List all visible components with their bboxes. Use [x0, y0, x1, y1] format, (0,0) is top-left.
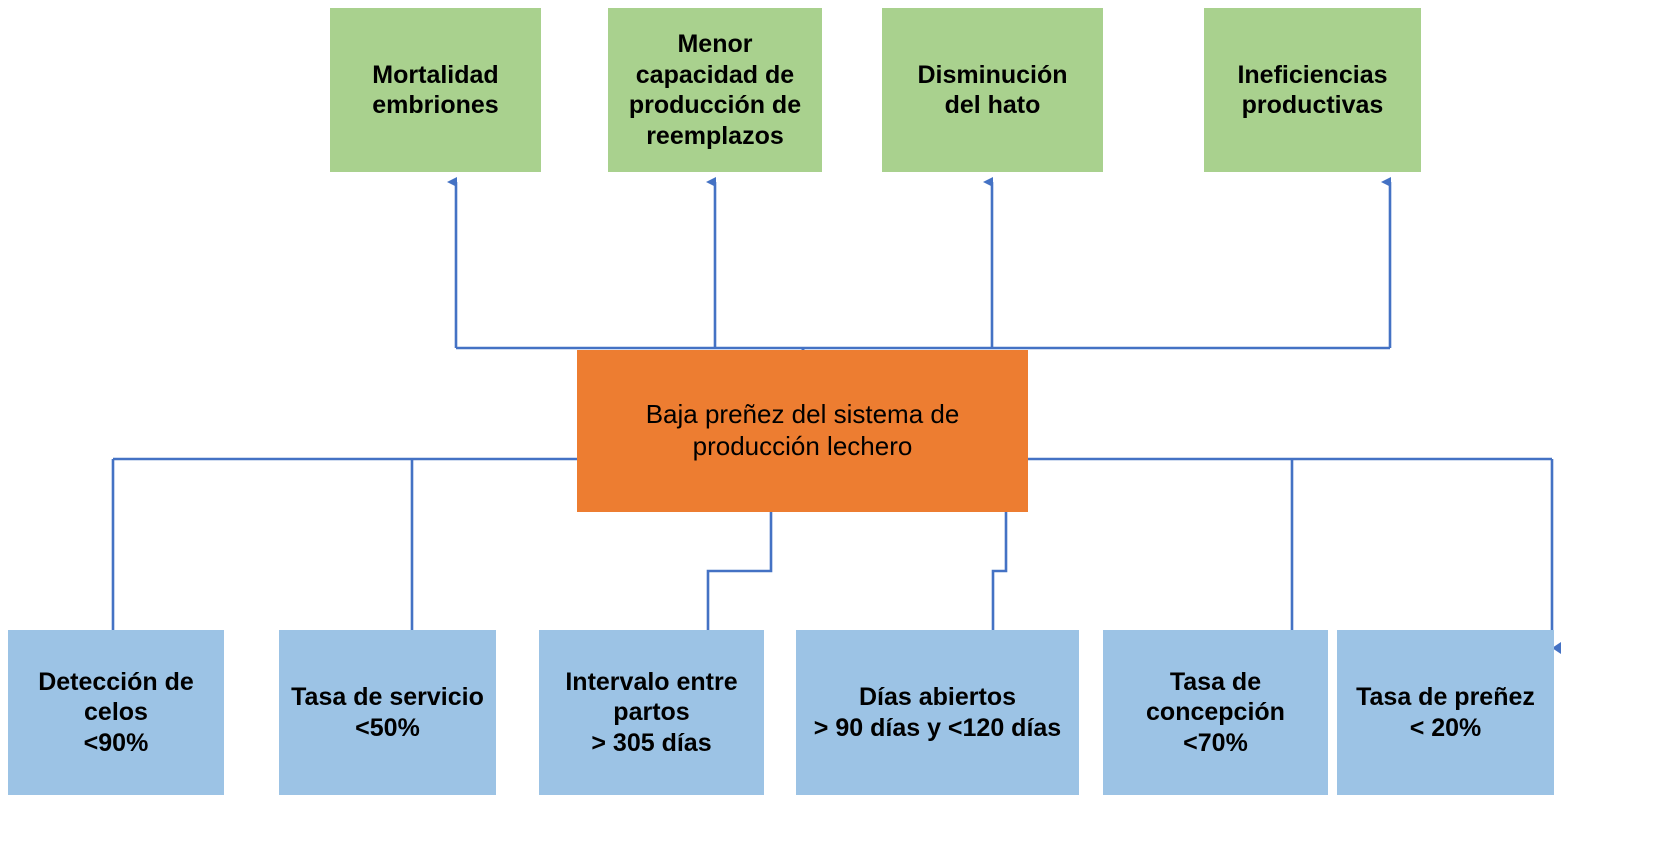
- cause-box-label: Tasa de servicio <50%: [291, 683, 484, 742]
- cause-box-label: Tasa de concepción <70%: [1146, 667, 1285, 757]
- effect-box-ineficiencias-productivas[interactable]: Ineficiencias productivas: [1204, 8, 1421, 172]
- effect-box-label: Disminución del hato: [917, 60, 1068, 120]
- cause-box-tasa-de-concepcion[interactable]: Tasa de concepción <70%: [1103, 630, 1328, 795]
- central-problem-box[interactable]: Baja preñez del sistema de producción le…: [577, 350, 1028, 512]
- connector-to-cause-4: [991, 512, 1008, 654]
- cause-box-intervalo-entre-partos[interactable]: Intervalo entre partos > 305 días: [539, 630, 764, 795]
- cause-box-label: Tasa de preñez < 20%: [1356, 683, 1535, 742]
- effect-box-label: Ineficiencias productivas: [1237, 60, 1388, 120]
- cause-box-label: Detección de celos <90%: [38, 667, 194, 757]
- effect-box-menor-capacidad-reemplazos[interactable]: Menor capacidad de producción de reempla…: [608, 8, 822, 172]
- effect-box-mortalidad-embriones[interactable]: Mortalidad embriones: [330, 8, 541, 172]
- cause-box-deteccion-de-celos[interactable]: Detección de celos <90%: [8, 630, 224, 795]
- effect-box-label: Menor capacidad de producción de reempla…: [628, 30, 802, 150]
- cause-box-label: Intervalo entre partos > 305 días: [565, 667, 738, 757]
- central-problem-label: Baja preñez del sistema de producción le…: [645, 399, 960, 461]
- connector-to-cause-3: [706, 512, 773, 654]
- cause-box-tasa-de-prenez[interactable]: Tasa de preñez < 20%: [1337, 630, 1554, 795]
- cause-box-tasa-de-servicio[interactable]: Tasa de servicio <50%: [279, 630, 496, 795]
- cause-box-label: Días abiertos > 90 días y <120 días: [813, 683, 1062, 742]
- cause-box-dias-abiertos[interactable]: Días abiertos > 90 días y <120 días: [796, 630, 1079, 795]
- effect-box-disminucion-del-hato[interactable]: Disminución del hato: [882, 8, 1103, 172]
- effect-box-label: Mortalidad embriones: [372, 60, 499, 120]
